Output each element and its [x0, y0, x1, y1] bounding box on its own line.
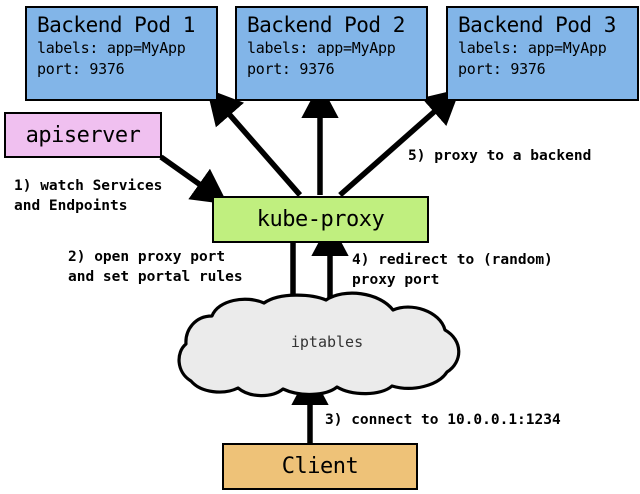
pod-labels: labels: app=MyApp	[247, 39, 396, 57]
pod-title: Backend Pod 3	[458, 13, 616, 37]
annotation-step-5: 5) proxy to a backend	[408, 148, 592, 164]
annotation-step-2: 2) open proxy port and set portal rules	[68, 249, 243, 285]
kube-proxy-node[interactable]: kube-proxy	[212, 196, 429, 243]
iptables-label: iptables	[290, 333, 364, 351]
backend-pod-1[interactable]: Backend Pod 1 labels: app=MyApp port: 93…	[25, 6, 218, 101]
apiserver-node[interactable]: apiserver	[4, 112, 162, 158]
pod-title: Backend Pod 2	[247, 13, 405, 37]
iptables-cloud	[177, 291, 461, 398]
kube-proxy-label: kube-proxy	[256, 207, 385, 232]
arrow-apiserver-to-kubeproxy	[159, 154, 228, 205]
client-label: Client	[281, 454, 359, 479]
arrow-kubeproxy-to-pod3	[338, 88, 461, 198]
annotation-step-3: 3) connect to 10.0.0.1:1234	[325, 412, 561, 428]
backend-pod-2[interactable]: Backend Pod 2 labels: app=MyApp port: 93…	[235, 6, 428, 101]
arrow-kubeproxy-to-pod1	[206, 88, 303, 197]
annotation-step-4: 4) redirect to (random) proxy port	[352, 252, 553, 288]
backend-pod-3[interactable]: Backend Pod 3 labels: app=MyApp port: 93…	[446, 6, 639, 101]
pod-port: port: 9376	[37, 60, 125, 78]
pod-labels: labels: app=MyApp	[458, 39, 607, 57]
pod-labels: labels: app=MyApp	[37, 39, 186, 57]
pod-port: port: 9376	[458, 60, 546, 78]
pod-port: port: 9376	[247, 60, 335, 78]
client-node[interactable]: Client	[222, 443, 418, 490]
apiserver-label: apiserver	[25, 122, 141, 148]
pod-title: Backend Pod 1	[37, 13, 195, 37]
annotation-step-1: 1) watch Services and Endpoints	[14, 178, 163, 214]
